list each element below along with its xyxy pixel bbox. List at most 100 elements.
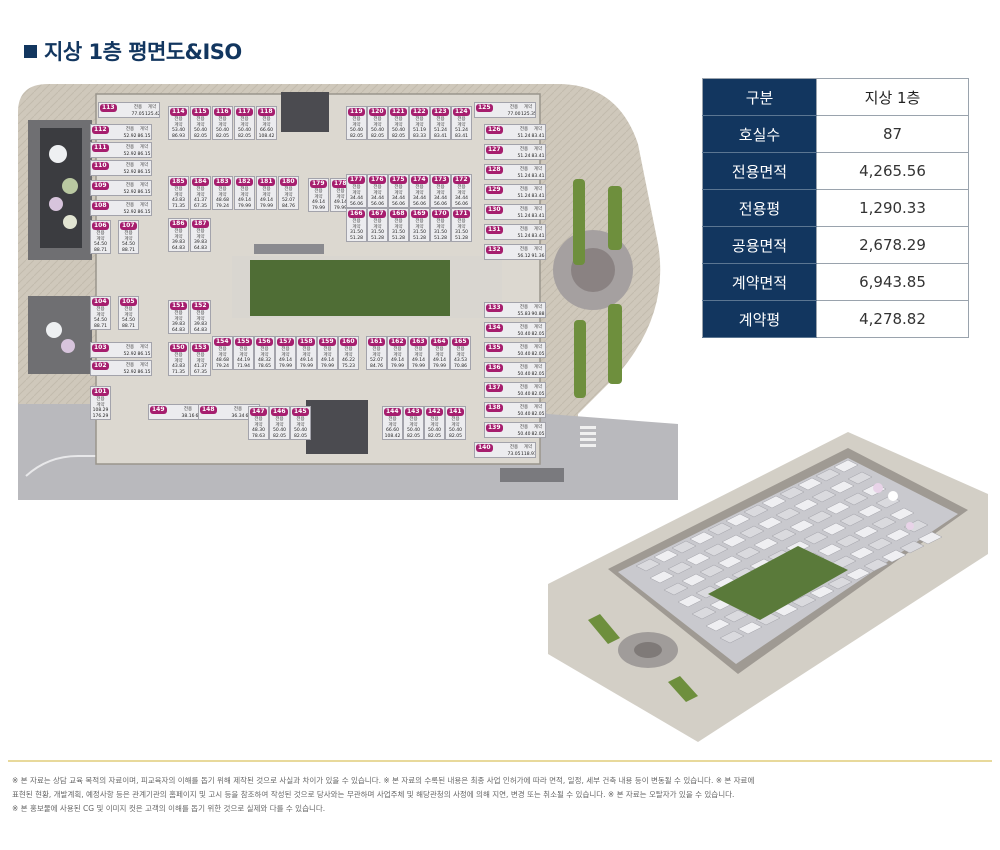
iso-unit-block	[821, 522, 847, 536]
planter	[574, 320, 586, 398]
unit-contract-area: 88.71	[122, 248, 135, 253]
unit-exclusive-area: 49.14	[433, 358, 446, 363]
unit-exclusive-label: 전용	[196, 229, 205, 234]
unit-exclusive-label: 전용	[302, 347, 311, 352]
unit-contract-label: 계약	[352, 123, 361, 128]
unit-number: 106	[92, 222, 109, 230]
unit-exclusive-area: 38.16	[181, 414, 195, 419]
unit-number: 164	[431, 338, 448, 346]
iso-unit-block	[791, 594, 817, 608]
unit-exclusive-area: 54.50	[94, 242, 107, 247]
unit-exclusive-label: 전용	[451, 417, 460, 422]
unit-number: 159	[319, 338, 336, 346]
unit-contract-label: 계약	[533, 425, 543, 430]
unit-number: 177	[348, 176, 365, 184]
iso-unit-block	[771, 528, 797, 542]
unit-exclusive-label: 전용	[284, 187, 293, 192]
unit-number: 147	[250, 408, 267, 416]
unit-exclusive-label: 전용	[373, 117, 382, 122]
unit-contract-label: 계약	[124, 237, 133, 242]
unit-contract-label: 계약	[372, 353, 381, 358]
unit-number: 186	[170, 220, 187, 228]
tree-icon	[63, 215, 77, 229]
unit-exclusive-label: 전용	[414, 347, 423, 352]
iso-unit-block	[721, 534, 747, 548]
unit-contract-label: 계약	[275, 423, 284, 428]
unit-contract-label: 계약	[262, 123, 271, 128]
unit-contract-label: 계약	[457, 191, 466, 196]
unit-exclusive-area: 53.40	[172, 128, 185, 133]
unit-exclusive-label: 전용	[394, 219, 403, 224]
unit-exclusive-label: 전용	[373, 185, 382, 190]
iso-unit-block	[789, 519, 815, 533]
unit-exclusive-label: 전용	[372, 347, 381, 352]
iso-unit-block	[671, 540, 697, 554]
unit-exclusive-area: 66.60	[260, 128, 273, 133]
unit-exclusive-label: 전용	[436, 219, 445, 224]
unit-contract-area: 82.05	[531, 392, 545, 397]
unit-contract-area: 79.99	[279, 364, 292, 369]
unit-contract-label: 계약	[352, 225, 361, 230]
unit-contract-label: 계약	[281, 353, 290, 358]
iso-unit-block	[737, 621, 763, 635]
iso-unit-block	[717, 555, 743, 569]
unit-exclusive-area: 31.50	[371, 230, 384, 235]
unit-number: 182	[236, 178, 253, 186]
summary-row-value: 87	[816, 115, 969, 153]
unit-contract-label: 계약	[533, 345, 543, 350]
unit-contract-area: 79.99	[300, 364, 313, 369]
unit-exclusive-area: 34.44	[434, 196, 447, 201]
unit-number: 126	[486, 126, 503, 134]
unit-number: 124	[453, 108, 470, 116]
unit-contract-label: 계약	[394, 123, 403, 128]
unit-contract-label: 계약	[139, 345, 149, 350]
unit-exclusive-area: 49.14	[391, 358, 404, 363]
iso-unit-block	[663, 582, 689, 596]
summary-row-value: 4,278.82	[816, 300, 969, 338]
iso-roundabout-center	[634, 642, 662, 658]
unit-exclusive-area: 50.40	[238, 128, 251, 133]
summary-row-label: 호실수	[702, 115, 817, 153]
unit-exclusive-label: 전용	[124, 307, 133, 312]
unit-exclusive-label: 전용	[457, 185, 466, 190]
unit-exclusive-label: 전용	[519, 127, 529, 132]
unit-exclusive-area: 50.40	[273, 428, 286, 433]
unit-contract-label: 계약	[139, 183, 149, 188]
unit-contract-label: 계약	[415, 225, 424, 230]
iso-unit-block	[685, 552, 711, 566]
unit-contract-area: 108.42	[258, 134, 275, 139]
tree-icon	[46, 322, 62, 338]
unit-number: 113	[100, 104, 117, 112]
title-square-icon	[24, 45, 37, 58]
unit-number: 134	[486, 324, 503, 332]
unit-exclusive-area: 31.50	[455, 230, 468, 235]
unit-exclusive-area: 52.07	[282, 198, 295, 203]
page-title: 지상 1층 평면도&ISO	[24, 36, 242, 66]
unit-contract-label: 계약	[174, 359, 183, 364]
iso-unit-block	[793, 498, 819, 512]
unit-contract-area: 56.06	[413, 202, 426, 207]
unit-contract-area: 51.28	[434, 236, 447, 241]
iso-unit-block	[833, 459, 859, 473]
iso-view	[548, 424, 988, 744]
summary-row-label: 계약면적	[702, 263, 817, 301]
unit-contract-label: 계약	[533, 127, 543, 132]
unit-exclusive-label: 전용	[96, 231, 105, 236]
footer-divider	[8, 760, 992, 762]
unit-contract-area: 78.65	[258, 364, 271, 369]
unit-exclusive-area: 66.60	[386, 428, 399, 433]
iso-unit-block	[761, 495, 787, 509]
unit-contract-label: 계약	[533, 147, 543, 152]
